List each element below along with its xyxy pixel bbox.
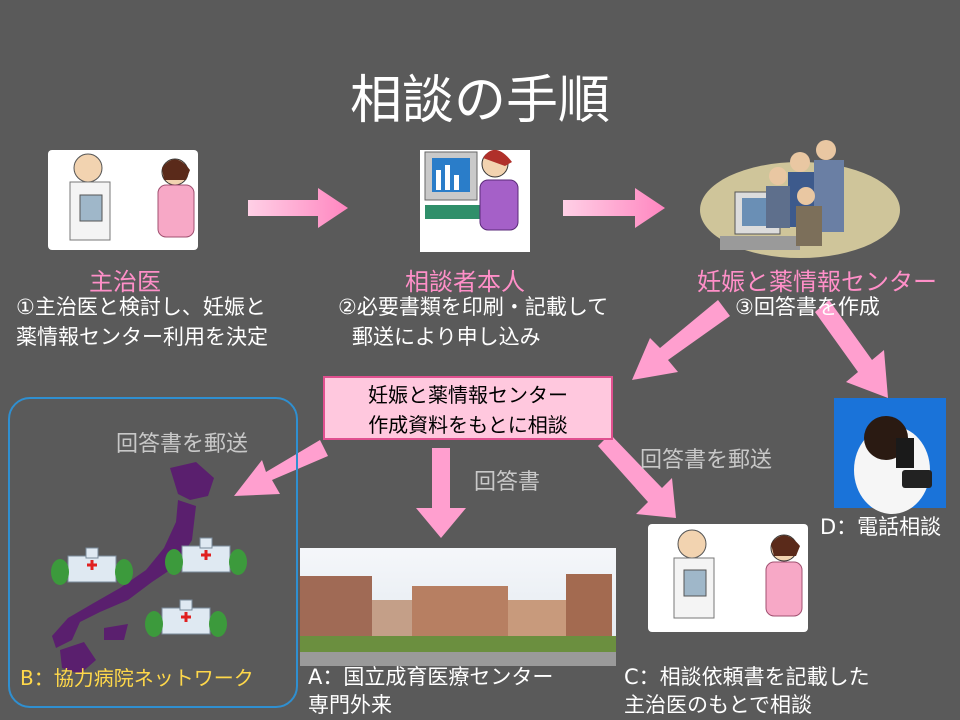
arrow-to-box xyxy=(632,300,730,380)
japan-map xyxy=(52,462,214,674)
doctor-patient-clipart-bottom xyxy=(648,524,808,632)
phone-photo xyxy=(834,398,946,514)
option-c-line1: C：相談依頼書を記載した xyxy=(624,665,870,689)
doctor-patient-clipart-top xyxy=(48,150,198,250)
consultation-box-line1: 妊娠と薬情報センター xyxy=(368,383,568,407)
step1-heading: 主治医 xyxy=(89,268,161,296)
hospital-photo xyxy=(300,548,616,666)
consultation-box: 妊娠と薬情報センター 作成資料をもとに相談 xyxy=(323,376,613,440)
step2-line2: 郵送により申し込み xyxy=(352,325,541,349)
arrow-top-2 xyxy=(563,188,665,228)
option-b-label: B：協力病院ネットワーク xyxy=(20,666,254,690)
hospital-icon-3 xyxy=(145,599,227,637)
step3-line1: ③回答書を作成 xyxy=(735,295,880,319)
step3-heading: 妊娠と薬情報センター xyxy=(697,268,937,296)
arrow-to-doctor xyxy=(598,434,676,518)
label-reply-middle: 回答書 xyxy=(474,470,541,495)
person-computer-clipart xyxy=(420,149,530,252)
step2-line1: ②必要書類を印刷・記載して xyxy=(338,295,609,319)
option-c-line2: 主治医のもとで相談 xyxy=(624,693,812,717)
label-mail-right: 回答書を郵送 xyxy=(640,448,773,473)
option-d-label: D：電話相談 xyxy=(820,515,942,539)
step1-line2: 薬情報センター利用を決定 xyxy=(16,325,268,349)
network-outline xyxy=(8,397,298,708)
arrow-to-network xyxy=(234,440,328,496)
center-staff-clipart xyxy=(700,140,900,258)
step2-heading: 相談者本人 xyxy=(405,268,525,296)
option-a-line2: 専門外来 xyxy=(308,693,392,717)
consultation-box-line2: 作成資料をもとに相談 xyxy=(368,413,568,437)
arrow-top-1 xyxy=(248,188,348,228)
arrow-to-phone xyxy=(815,300,888,398)
step1-line1: ①主治医と検討し、妊娠と xyxy=(16,295,266,319)
hospital-icon-2 xyxy=(165,537,247,575)
label-mail-left: 回答書を郵送 xyxy=(116,432,249,457)
hospital-icon-1 xyxy=(51,547,133,585)
arrow-to-hospital xyxy=(416,448,466,538)
page-title: 相談の手順 xyxy=(349,71,610,131)
option-a-line1: A：国立成育医療センター xyxy=(308,665,554,689)
